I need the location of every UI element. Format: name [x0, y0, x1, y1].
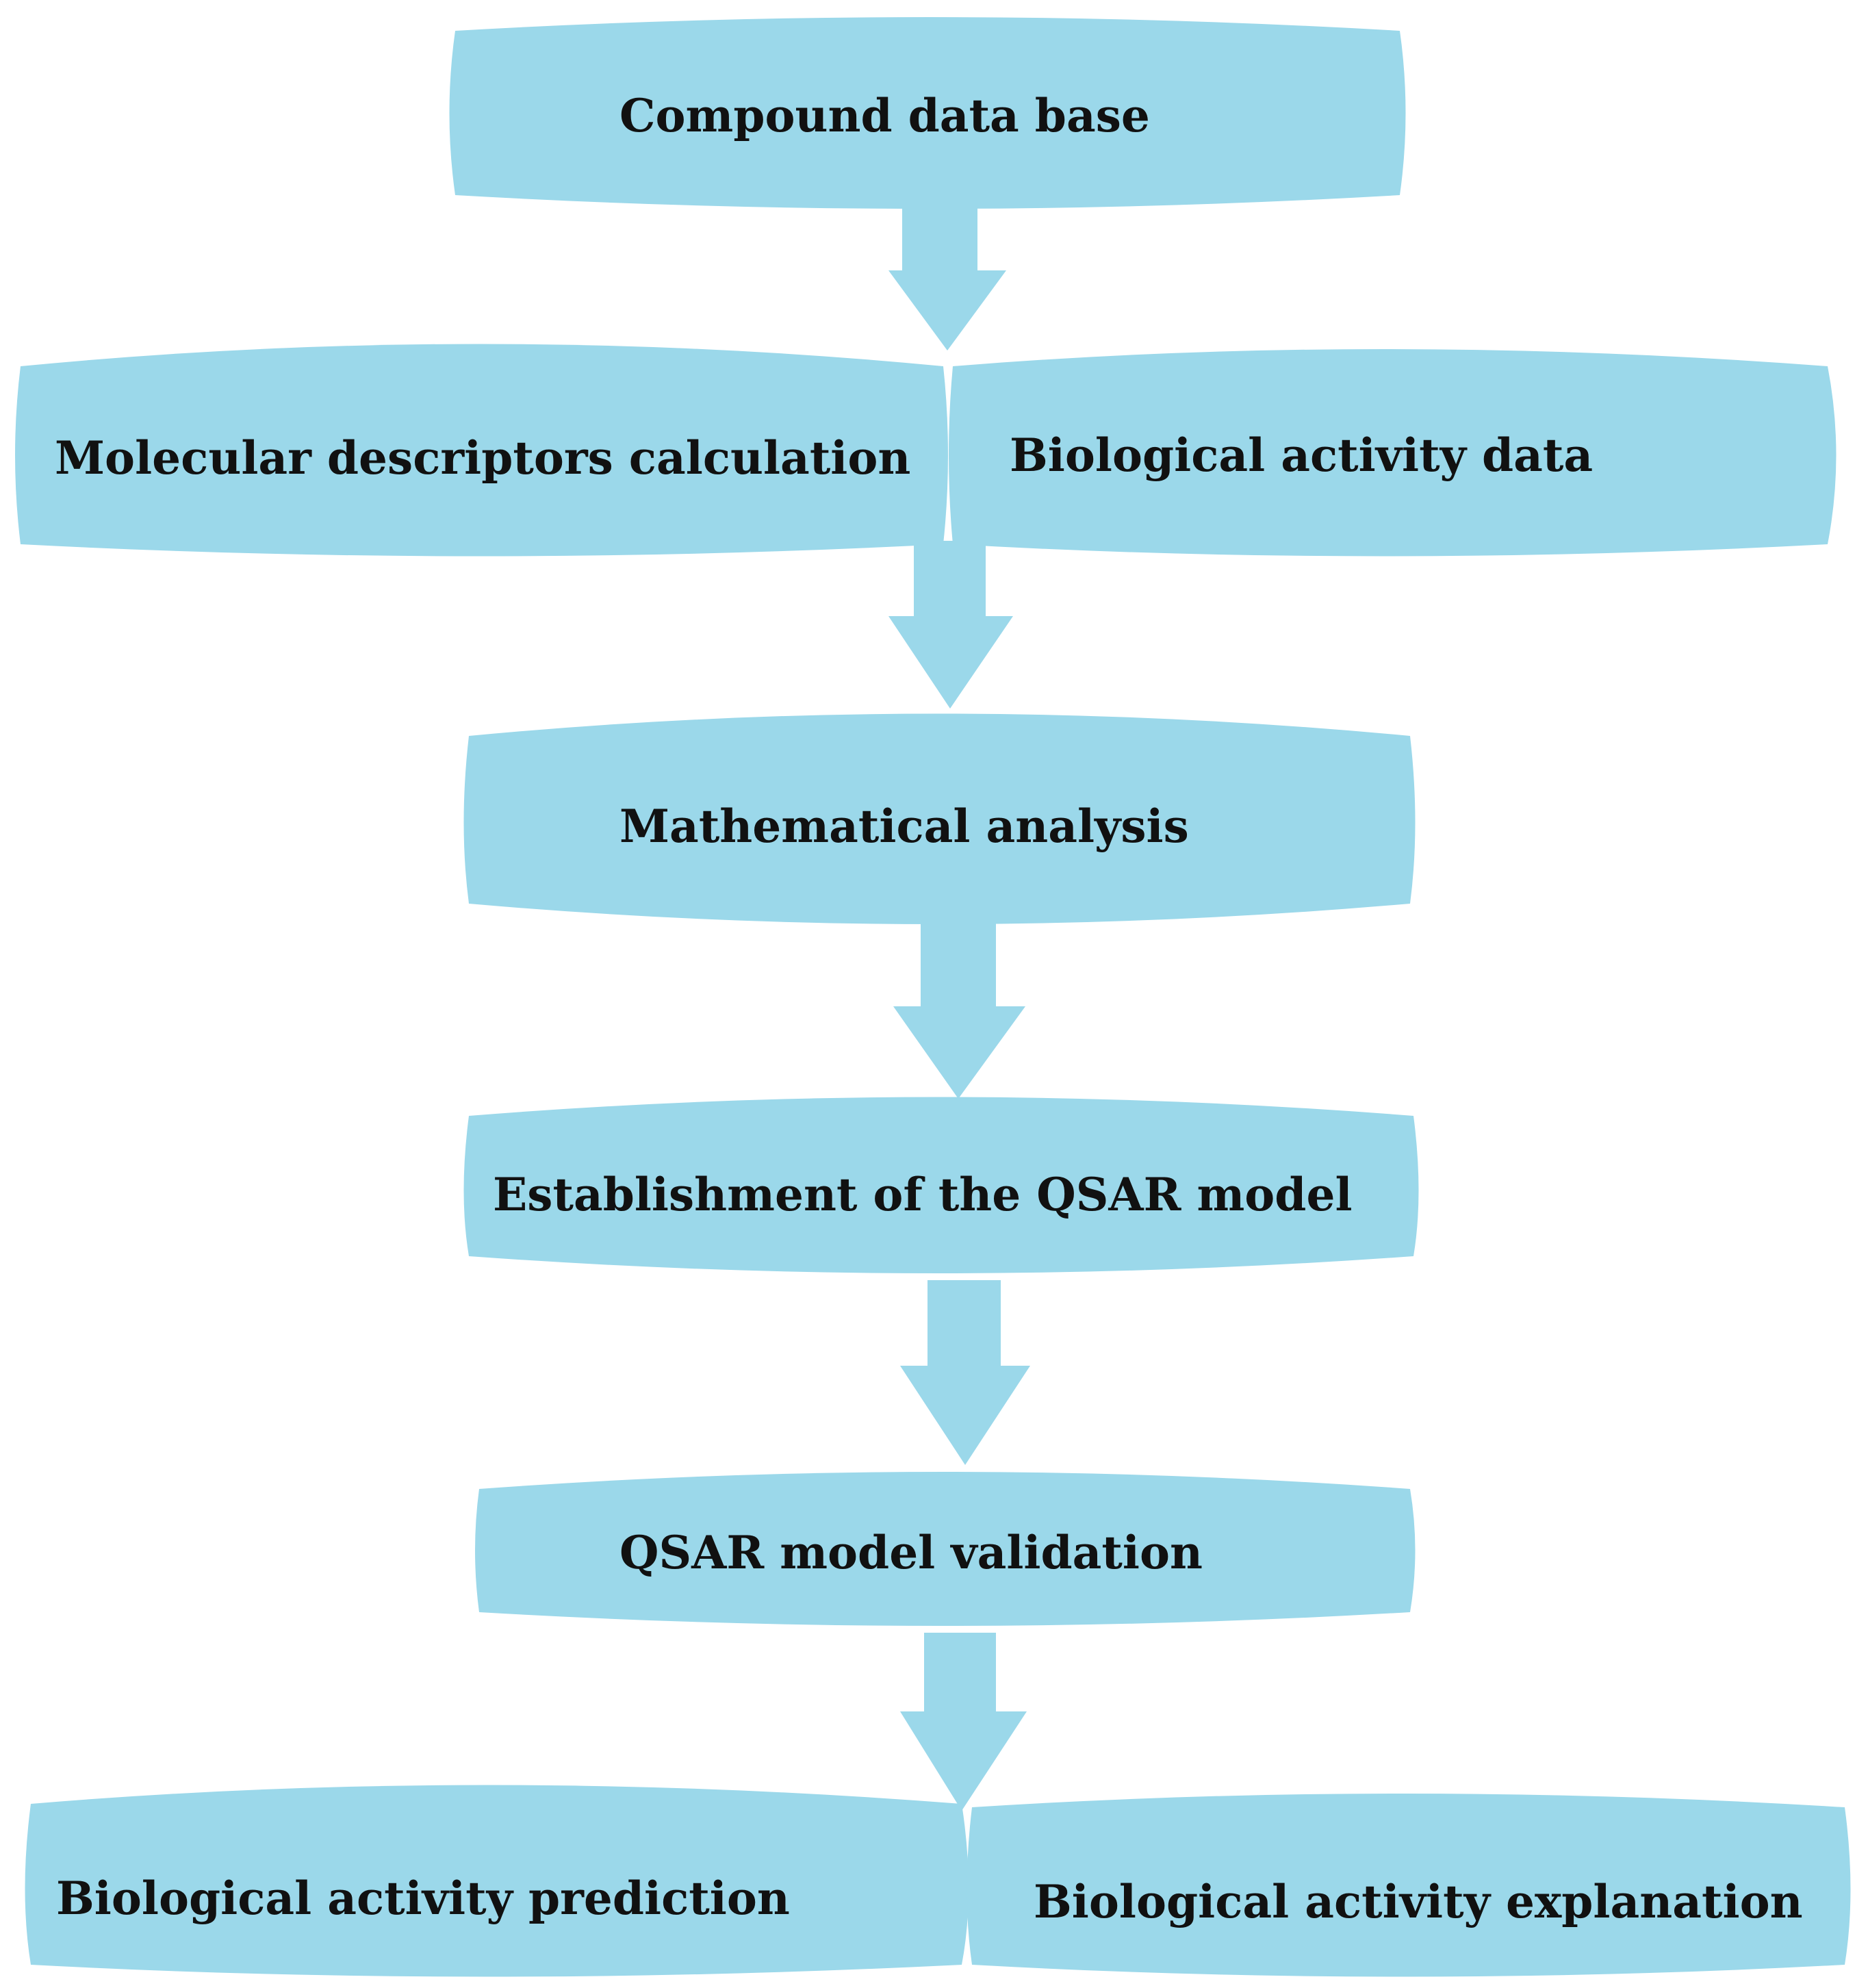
node-label-biological-activity-data: Biological activity data — [1010, 429, 1594, 482]
node-box-qsar-establishment — [463, 1097, 1419, 1273]
node-label-compound-db: Compound data base — [619, 89, 1150, 142]
node-label-activity-prediction: Biological activity prediction — [56, 1872, 790, 1925]
node-box-compound-db — [449, 17, 1406, 209]
arrow-down-3 — [893, 917, 1025, 1099]
node-label-qsar-establishment: Establishment of the QSAR model — [493, 1168, 1353, 1221]
node-box-activity-prediction — [25, 1785, 969, 1977]
arrow-down-1 — [888, 195, 1006, 351]
node-box-biological-activity-data — [949, 349, 1837, 557]
arrow-down-4 — [900, 1280, 1030, 1465]
node-label-molecular-descriptors: Molecular descriptors calculation — [55, 431, 911, 485]
node-box-activity-explanation — [967, 1794, 1851, 1977]
arrow-down-5 — [900, 1633, 1027, 1811]
node-label-mathematical-analysis: Mathematical analysis — [619, 800, 1189, 853]
node-label-qsar-validation: QSAR model validation — [619, 1526, 1203, 1579]
node-box-molecular-descriptors — [15, 344, 948, 557]
node-label-activity-explanation: Biological activity explanation — [1034, 1875, 1803, 1928]
arrow-down-2 — [888, 541, 1013, 709]
node-box-qsar-validation — [475, 1472, 1416, 1626]
node-box-mathematical-analysis — [463, 713, 1416, 924]
